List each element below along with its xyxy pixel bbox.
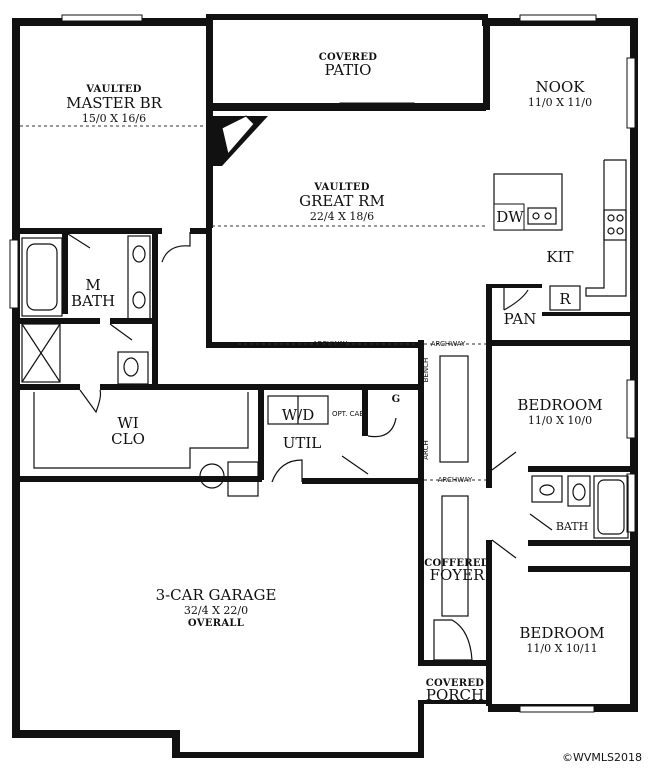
master-dim: 15/0 X 16/6 <box>82 112 146 125</box>
interior-walls <box>12 18 630 706</box>
wi-label-1: WI <box>117 414 138 432</box>
g-label: G <box>392 394 401 405</box>
kit-label: KIT <box>546 248 573 266</box>
wi-label-2: CLO <box>111 430 145 448</box>
util-label: UTIL <box>283 434 322 452</box>
great-label-1: VAULTED <box>313 182 370 193</box>
fridge-label: R <box>559 290 571 308</box>
bench-label: BENCH <box>422 358 430 383</box>
wd-label: W/D <box>282 406 315 424</box>
mbath-label-2: BATH <box>71 292 115 310</box>
porch-label-2: PORCH <box>426 686 484 704</box>
garage-dim: 32/4 X 22/0 <box>184 604 248 617</box>
great-label-2: GREAT RM <box>299 192 385 210</box>
mbath-label-1: M <box>85 276 100 294</box>
arch-label: ARCH <box>422 440 430 459</box>
bed1-label: BEDROOM <box>517 396 602 414</box>
master-label-2: MASTER BR <box>66 94 163 112</box>
garage-note: OVERALL <box>188 618 244 629</box>
garage-label: 3-CAR GARAGE <box>156 586 277 604</box>
copyright-text: ©WVMLS2018 <box>562 751 642 764</box>
nook-dim: 11/0 X 11/0 <box>528 96 592 109</box>
master-label-1: VAULTED <box>85 84 142 95</box>
patio-label-1: COVERED <box>319 52 378 63</box>
archway-label-2: ARCHWAY <box>431 340 466 348</box>
bed2-label: BEDROOM <box>519 624 604 642</box>
foyer-label-1: COFFERED <box>424 558 490 569</box>
patio-label-2: PATIO <box>325 61 372 79</box>
great-dim: 22/4 X 18/6 <box>310 210 374 223</box>
opt-cab-label: OPT. CAB <box>332 410 364 418</box>
fixtures <box>20 115 629 661</box>
porch-label-1: COVERED <box>426 678 485 689</box>
room-labels: VAULTED MASTER BR 15/0 X 16/6 COVERED PA… <box>66 52 605 704</box>
dw-label: DW <box>496 208 524 226</box>
bath-label: BATH <box>556 520 588 533</box>
bed2-dim: 11/0 X 10/11 <box>526 642 597 655</box>
bed1-dim: 11/0 X 10/0 <box>528 414 592 427</box>
nook-label: NOOK <box>536 78 586 96</box>
pantry-label: PAN <box>504 310 537 328</box>
archway-label-1: ARCHWAY <box>313 340 348 348</box>
foyer-label-2: FOYER <box>430 566 486 584</box>
archway-label-3: ARCHWAY <box>438 476 473 484</box>
